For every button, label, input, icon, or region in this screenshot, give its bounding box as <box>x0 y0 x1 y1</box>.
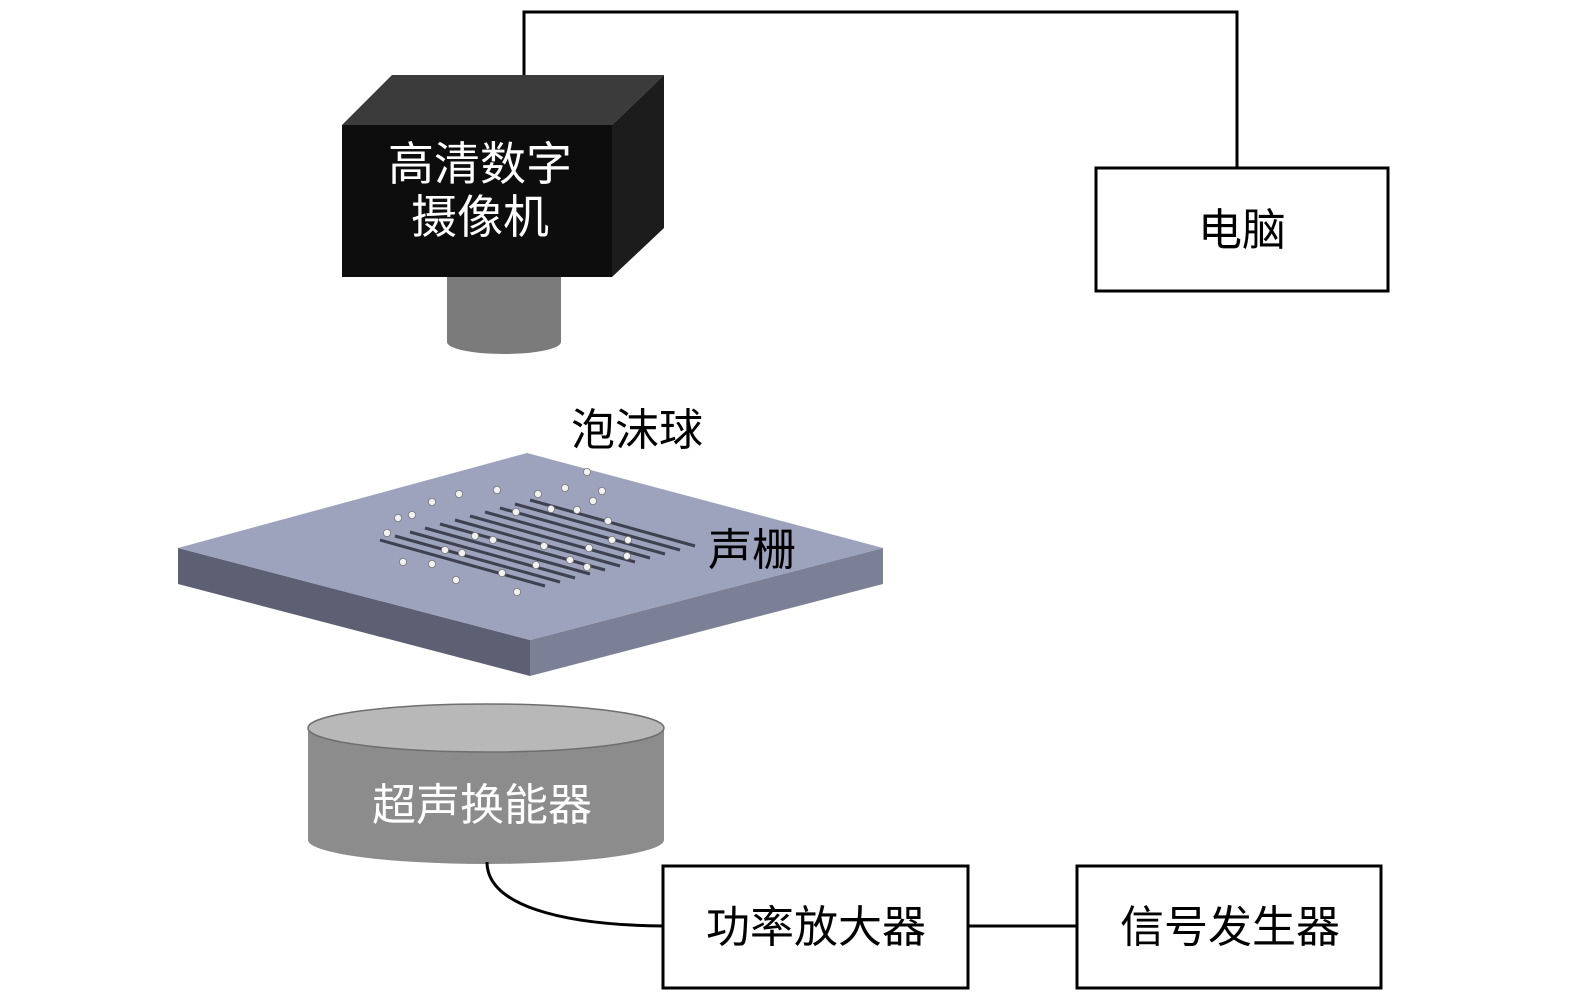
plate-top-face <box>178 453 883 640</box>
foam-ball <box>547 504 556 513</box>
foam-ball <box>608 536 617 545</box>
camera: 高清数字 摄像机 <box>342 75 664 354</box>
grating-slot <box>394 534 561 584</box>
foam-ball <box>488 536 497 545</box>
computer-box: 电脑 <box>1094 166 1390 293</box>
plate-side-right <box>530 548 883 676</box>
foam-ball <box>470 532 479 541</box>
foam-ball <box>583 563 592 572</box>
camera-computer-wire <box>522 10 1239 168</box>
foam-ball <box>407 510 416 519</box>
foam-ball <box>398 558 407 567</box>
camera-front-face <box>342 125 612 277</box>
foam-ball <box>598 486 607 495</box>
foam-ball <box>492 485 501 494</box>
foam-ball <box>624 536 633 545</box>
computer-label: 电脑 <box>1198 205 1286 256</box>
camera-lens-bottom <box>447 330 561 354</box>
camera-label-line2: 摄像机 <box>411 190 549 244</box>
grating-slots <box>379 498 696 588</box>
foam-ball <box>585 544 594 553</box>
foam-balls <box>382 467 633 597</box>
foam-balls-label: 泡沫球 <box>571 405 703 456</box>
transducer-amplifier-cable <box>485 861 664 928</box>
foam-ball <box>454 489 463 498</box>
grating-slot <box>454 518 621 568</box>
foam-ball <box>566 556 575 565</box>
ultrasonic-transducer: 超声换能器 <box>307 703 665 864</box>
power-amplifier-box: 功率放大器 <box>661 864 970 990</box>
grating-slot <box>379 538 546 588</box>
foam-ball <box>427 560 436 569</box>
foam-ball <box>382 529 391 538</box>
foam-ball <box>583 467 592 476</box>
camera-label-line1: 高清数字 <box>388 137 572 191</box>
transducer-label: 超声换能器 <box>372 780 592 831</box>
grating-slot <box>499 506 666 556</box>
foam-ball <box>589 496 598 505</box>
foam-ball <box>573 505 582 514</box>
foam-ball <box>513 588 522 597</box>
foam-ball <box>440 546 449 555</box>
camera-top-face <box>342 75 664 125</box>
amplifier-label: 功率放大器 <box>706 902 926 953</box>
foam-ball <box>532 561 541 570</box>
grating-slot <box>409 530 576 580</box>
signal-generator-box: 信号发生器 <box>1075 864 1383 990</box>
foam-ball <box>451 576 460 585</box>
foam-ball <box>457 549 466 558</box>
foam-ball <box>561 483 570 492</box>
foam-ball <box>427 497 436 506</box>
transducer-top <box>307 703 665 753</box>
foam-ball <box>604 517 613 526</box>
grating-slot <box>424 526 591 576</box>
foam-ball <box>623 552 632 561</box>
foam-ball <box>540 542 549 551</box>
grating-slot <box>484 510 651 560</box>
grating-slot <box>514 502 681 552</box>
foam-ball <box>534 489 543 498</box>
camera-side-face <box>612 75 664 277</box>
signal-generator-label: 信号发生器 <box>1120 902 1340 953</box>
grating-slot <box>469 514 636 564</box>
plate-side-left <box>178 548 530 676</box>
acoustic-plate <box>178 453 883 676</box>
foam-ball <box>393 514 402 523</box>
grating-slot <box>439 522 606 572</box>
grating-slot <box>529 498 696 548</box>
foam-ball <box>497 569 506 578</box>
grating-label: 声栅 <box>708 525 796 576</box>
foam-ball <box>512 507 521 516</box>
